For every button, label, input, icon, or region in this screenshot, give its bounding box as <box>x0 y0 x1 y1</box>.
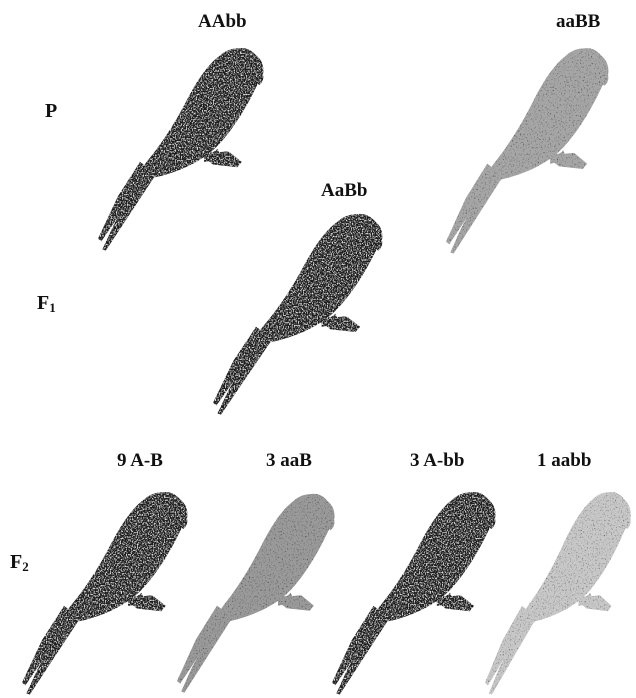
genotype-label-f2-1: 9 A-B <box>117 451 163 470</box>
generation-f1-subscript: 1 <box>49 300 56 315</box>
genotype-label-f2-4: 1 aabb <box>537 451 591 470</box>
genotype-label-f2-3: 3 A-bb <box>410 451 464 470</box>
generation-f2-letter: F <box>10 551 22 573</box>
pale-parakeet-icon <box>485 484 633 696</box>
genotype-label-parent-left: AAbb <box>198 12 247 31</box>
genotype-label-parent-right: aaBB <box>556 12 600 31</box>
light-parakeet-icon <box>177 486 337 694</box>
dark-parakeet-icon <box>213 206 385 416</box>
genotype-label-f1: AaBb <box>321 181 367 200</box>
generation-p-text: P <box>45 100 57 122</box>
generation-label-p: P <box>45 101 57 121</box>
light-parakeet-icon <box>446 40 611 255</box>
dark-parakeet-icon <box>332 484 498 696</box>
dark-parakeet-icon <box>22 484 190 696</box>
genotype-label-f2-2: 3 aaB <box>266 451 312 470</box>
generation-f1-letter: F <box>37 292 49 314</box>
generation-label-f1: F1 <box>37 293 56 314</box>
